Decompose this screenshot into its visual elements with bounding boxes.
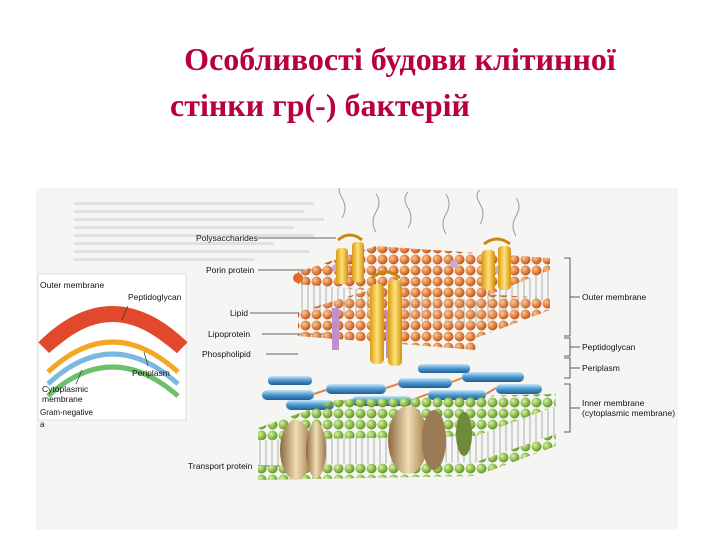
inset-label-periplasm: Periplasm: [132, 368, 170, 378]
polysaccharide-chains: [338, 188, 520, 237]
faint-background-text: [74, 202, 324, 261]
porin-protein-1: [336, 233, 364, 284]
membrane-illustration: [37, 188, 580, 480]
inset-cytoplasmic-membrane-band: [46, 364, 180, 398]
label-outer-membrane: Outer membrane: [582, 292, 647, 302]
inset-periplasm-band: [46, 351, 180, 386]
inset-label-cytoplasmic-membrane: Cytoplasmic membrane: [42, 384, 89, 404]
label-transport-protein: Transport protein: [188, 461, 253, 471]
inset-peptidoglycan-band: [46, 339, 180, 374]
inset-label-outer-membrane: Outer membrane: [40, 280, 105, 290]
outer-membrane-layer: [293, 246, 550, 350]
label-lipoprotein: Lipoprotein: [208, 329, 251, 339]
inset-outer-membrane-band: [38, 306, 188, 354]
inset-label-peptidoglycan: Peptidoglycan: [128, 292, 182, 302]
label-phospholipid: Phospholipid: [202, 349, 251, 359]
gram-negative-inset: [37, 273, 188, 421]
inset-caption: Gram-negative: [40, 408, 93, 417]
title-line-1: Особливості будови клітинної: [184, 41, 616, 77]
porin-protein-2: [370, 270, 402, 366]
cell-wall-figure: Outer membrane Peptidoglycan Cytoplasmic…: [36, 188, 678, 530]
right-brackets: [564, 257, 580, 433]
label-porin-protein: Porin protein: [206, 265, 255, 275]
porin-protein-3: [482, 237, 511, 290]
title-line-2: стінки гр(-) бактерій: [170, 87, 470, 123]
label-inner-membrane: Inner membrane (cytoplasmic membrane): [582, 398, 676, 418]
label-polysaccharides: Polysaccharides: [196, 233, 258, 243]
inset-panel-letter: a: [40, 420, 45, 429]
label-lipid: Lipid: [230, 308, 248, 318]
transport-protein-3: [456, 412, 472, 456]
label-peptidoglycan: Peptidoglycan: [582, 342, 636, 352]
label-periplasm: Periplasm: [582, 363, 620, 373]
transport-protein-2: [388, 406, 446, 474]
transport-protein-1: [280, 420, 326, 480]
